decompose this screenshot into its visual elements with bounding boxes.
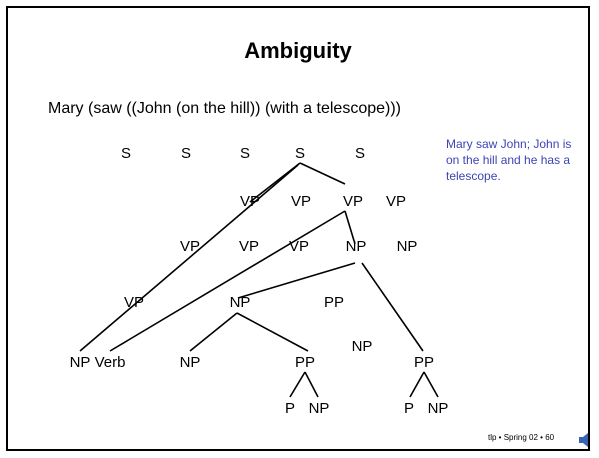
edge-pp-np-mid — [304, 371, 319, 398]
slide-footer: tlp • Spring 02 • 60 — [488, 433, 555, 442]
speaker-icon[interactable] — [578, 432, 590, 448]
tree-node-np: NP — [346, 238, 367, 255]
tree-node-p: P — [404, 400, 414, 417]
tree-node-verb: Verb — [95, 354, 126, 371]
tree-edges — [79, 162, 439, 398]
tree-node-s: S — [240, 145, 250, 162]
tree-node-vp: VP — [343, 193, 363, 210]
tree-node-np: NP — [70, 354, 91, 371]
edge-pp-p-mid — [289, 371, 306, 398]
slide-title: Ambiguity — [244, 38, 352, 63]
tree-node-np: NP — [428, 400, 449, 417]
tree-node-vp: VP — [291, 193, 311, 210]
tree-node-np: NP — [397, 238, 418, 255]
tree-node-vp: VP — [289, 238, 309, 255]
tree-node-s: S — [295, 145, 305, 162]
edge-vp-np-right — [344, 210, 356, 245]
tree-node-pp: PP — [414, 354, 434, 371]
tree-node-p: P — [285, 400, 295, 417]
tree-node-vp: VP — [240, 193, 260, 210]
slide: Ambiguity Mary (saw ((John (on the hill)… — [6, 6, 590, 451]
tree-node-s: S — [181, 145, 191, 162]
edge-np-np — [237, 262, 356, 299]
tree-node-np: NP — [230, 294, 251, 311]
edge-pp-np-right — [423, 371, 439, 398]
edge-s-np — [299, 162, 346, 185]
bracketed-sentence: Mary (saw ((John (on the hill)) (with a … — [48, 100, 401, 117]
edge-pp-p-right — [409, 371, 425, 398]
edge-vp-verb — [109, 210, 346, 352]
edge-np-pp-right — [361, 262, 424, 352]
tree-node-np: NP — [180, 354, 201, 371]
tree-node-s: S — [121, 145, 131, 162]
edge-vp-np-mary — [79, 164, 299, 352]
tree-node-np: NP — [352, 338, 373, 355]
tree-node-vp: VP — [124, 294, 144, 311]
interpretation-note: Mary saw John; John is on the hill and h… — [446, 137, 572, 183]
tree-node-pp: PP — [324, 294, 344, 311]
tree-node-vp: VP — [239, 238, 259, 255]
tree-node-pp: PP — [295, 354, 315, 371]
edge-np-pp-mid — [236, 312, 309, 352]
tree-node-np: NP — [309, 400, 330, 417]
tree-node-vp: VP — [386, 193, 406, 210]
edge-np-np-left — [189, 312, 238, 352]
tree-node-vp: VP — [180, 238, 200, 255]
tree-node-s: S — [355, 145, 365, 162]
